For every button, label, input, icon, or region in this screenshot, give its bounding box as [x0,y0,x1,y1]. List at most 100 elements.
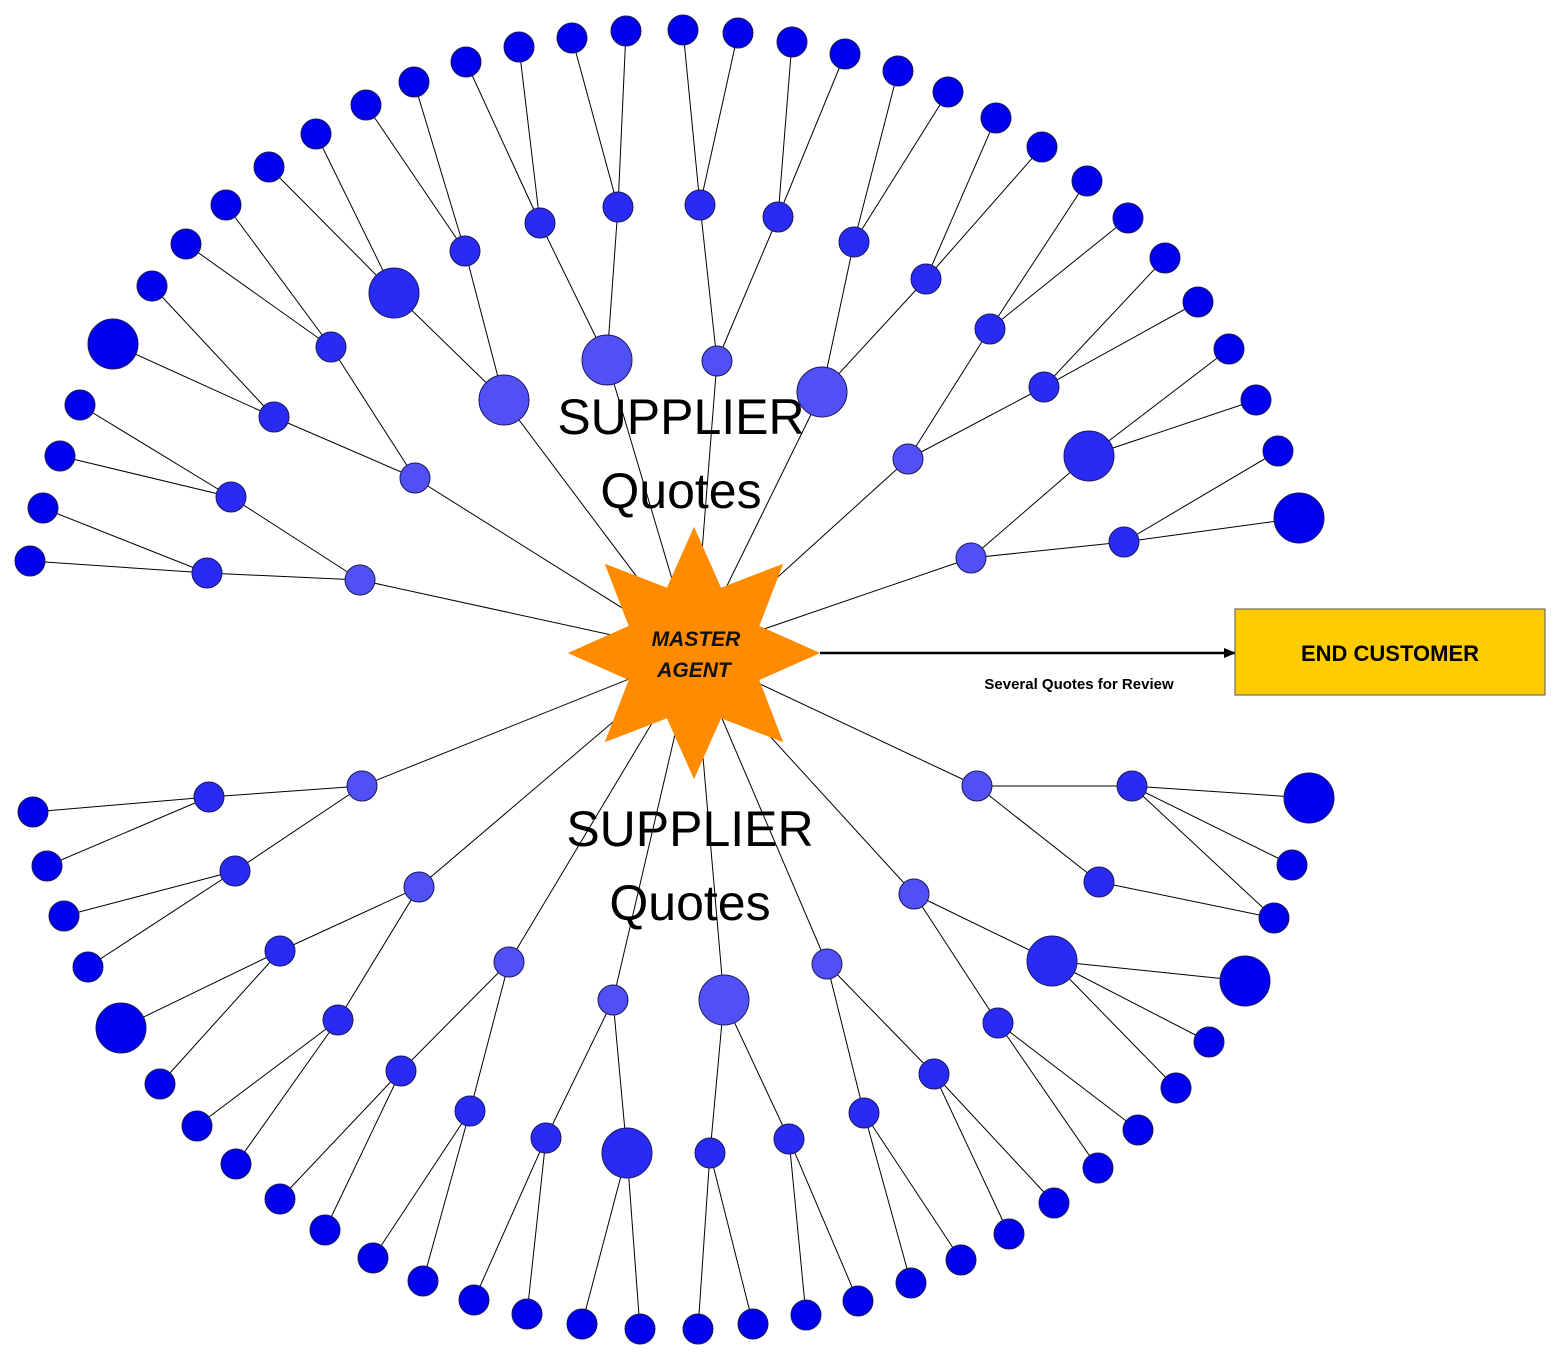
supplier-node-circle-icon[interactable] [95,1002,147,1054]
supplier-node-circle-icon[interactable] [399,462,431,494]
supplier-node-circle-icon[interactable] [1283,772,1335,824]
supplier-node-circle-icon[interactable] [1149,242,1181,274]
supplier-node-circle-icon[interactable] [44,440,76,472]
supplier-node-circle-icon[interactable] [449,235,481,267]
supplier-node-circle-icon[interactable] [667,14,699,46]
supplier-node-circle-icon[interactable] [1258,902,1290,934]
supplier-node-circle-icon[interactable] [27,492,59,524]
supplier-node-circle-icon[interactable] [811,948,843,980]
supplier-node-circle-icon[interactable] [454,1095,486,1127]
supplier-node-circle-icon[interactable] [838,226,870,258]
supplier-node-circle-icon[interactable] [48,900,80,932]
supplier-node-circle-icon[interactable] [1122,1114,1154,1146]
supplier-node-circle-icon[interactable] [1108,526,1140,558]
supplier-node-circle-icon[interactable] [1026,935,1078,987]
supplier-node-circle-icon[interactable] [601,1127,653,1179]
supplier-node-circle-icon[interactable] [368,267,420,319]
supplier-node-circle-icon[interactable] [385,1055,417,1087]
supplier-node-circle-icon[interactable] [624,1313,656,1345]
supplier-node-circle-icon[interactable] [253,151,285,183]
supplier-node-circle-icon[interactable] [191,557,223,589]
supplier-node-circle-icon[interactable] [848,1097,880,1129]
supplier-node-circle-icon[interactable] [144,1068,176,1100]
supplier-node-circle-icon[interactable] [701,345,733,377]
supplier-node-circle-icon[interactable] [258,401,290,433]
supplier-node-circle-icon[interactable] [219,855,251,887]
supplier-node-circle-icon[interactable] [974,313,1006,345]
supplier-node-circle-icon[interactable] [193,781,225,813]
supplier-node-circle-icon[interactable] [796,366,848,418]
master-agent[interactable]: MASTER AGENT [567,526,821,780]
supplier-node-circle-icon[interactable] [1083,866,1115,898]
supplier-node-circle-icon[interactable] [344,564,376,596]
supplier-node-circle-icon[interactable] [322,1004,354,1036]
supplier-node-circle-icon[interactable] [450,46,482,78]
supplier-node-circle-icon[interactable] [597,984,629,1016]
supplier-node-circle-icon[interactable] [882,55,914,87]
supplier-node-circle-icon[interactable] [14,545,46,577]
supplier-node-circle-icon[interactable] [1240,384,1272,416]
supplier-node-circle-icon[interactable] [403,871,435,903]
supplier-node-circle-icon[interactable] [982,1007,1014,1039]
supplier-node-circle-icon[interactable] [556,22,588,54]
supplier-node-circle-icon[interactable] [581,334,633,386]
supplier-node-circle-icon[interactable] [1213,333,1245,365]
supplier-node-circle-icon[interactable] [87,318,139,370]
supplier-node-circle-icon[interactable] [980,102,1012,134]
supplier-node-circle-icon[interactable] [1262,435,1294,467]
supplier-node-circle-icon[interactable] [1182,286,1214,318]
supplier-node-circle-icon[interactable] [1026,131,1058,163]
supplier-node-circle-icon[interactable] [315,331,347,363]
supplier-node-circle-icon[interactable] [566,1308,598,1340]
supplier-node-circle-icon[interactable] [357,1242,389,1274]
supplier-node-circle-icon[interactable] [892,443,924,475]
supplier-node-circle-icon[interactable] [264,935,296,967]
supplier-node-circle-icon[interactable] [1160,1072,1192,1104]
supplier-node-circle-icon[interactable] [136,270,168,302]
supplier-node-circle-icon[interactable] [932,76,964,108]
supplier-node-circle-icon[interactable] [1063,430,1115,482]
supplier-node-circle-icon[interactable] [300,118,332,150]
supplier-node-circle-icon[interactable] [895,1267,927,1299]
supplier-node-circle-icon[interactable] [220,1148,252,1180]
supplier-node-circle-icon[interactable] [993,1218,1025,1250]
supplier-node-circle-icon[interactable] [694,1137,726,1169]
supplier-node-circle-icon[interactable] [1273,492,1325,544]
supplier-node-circle-icon[interactable] [210,189,242,221]
supplier-node-circle-icon[interactable] [722,17,754,49]
supplier-node-circle-icon[interactable] [1219,955,1271,1007]
supplier-node-circle-icon[interactable] [64,389,96,421]
supplier-node-circle-icon[interactable] [1112,202,1144,234]
supplier-node-circle-icon[interactable] [398,66,430,98]
supplier-node-circle-icon[interactable] [524,207,556,239]
supplier-node-circle-icon[interactable] [181,1110,213,1142]
supplier-node-circle-icon[interactable] [955,542,987,574]
end-customer-box[interactable]: END CUSTOMER [1234,608,1546,696]
supplier-node-circle-icon[interactable] [530,1122,562,1154]
supplier-node-circle-icon[interactable] [790,1299,822,1331]
supplier-node-circle-icon[interactable] [737,1308,769,1340]
supplier-node-circle-icon[interactable] [1028,371,1060,403]
supplier-node-circle-icon[interactable] [829,38,861,70]
supplier-node-circle-icon[interactable] [842,1285,874,1317]
supplier-node-circle-icon[interactable] [17,796,49,828]
supplier-node-circle-icon[interactable] [773,1123,805,1155]
supplier-node-circle-icon[interactable] [898,878,930,910]
supplier-node-circle-icon[interactable] [215,481,247,513]
supplier-node-circle-icon[interactable] [1082,1152,1114,1184]
supplier-node-circle-icon[interactable] [610,15,642,47]
supplier-node-circle-icon[interactable] [31,850,63,882]
supplier-node-circle-icon[interactable] [264,1183,296,1215]
supplier-node-circle-icon[interactable] [458,1284,490,1316]
supplier-node-circle-icon[interactable] [72,951,104,983]
supplier-node-circle-icon[interactable] [170,228,202,260]
supplier-node-circle-icon[interactable] [602,191,634,223]
supplier-node-circle-icon[interactable] [910,263,942,295]
supplier-node-circle-icon[interactable] [1071,165,1103,197]
supplier-node-circle-icon[interactable] [346,770,378,802]
supplier-node-circle-icon[interactable] [503,31,535,63]
supplier-node-circle-icon[interactable] [762,201,794,233]
supplier-node-circle-icon[interactable] [1276,849,1308,881]
supplier-node-circle-icon[interactable] [478,374,530,426]
supplier-node-circle-icon[interactable] [698,974,750,1026]
